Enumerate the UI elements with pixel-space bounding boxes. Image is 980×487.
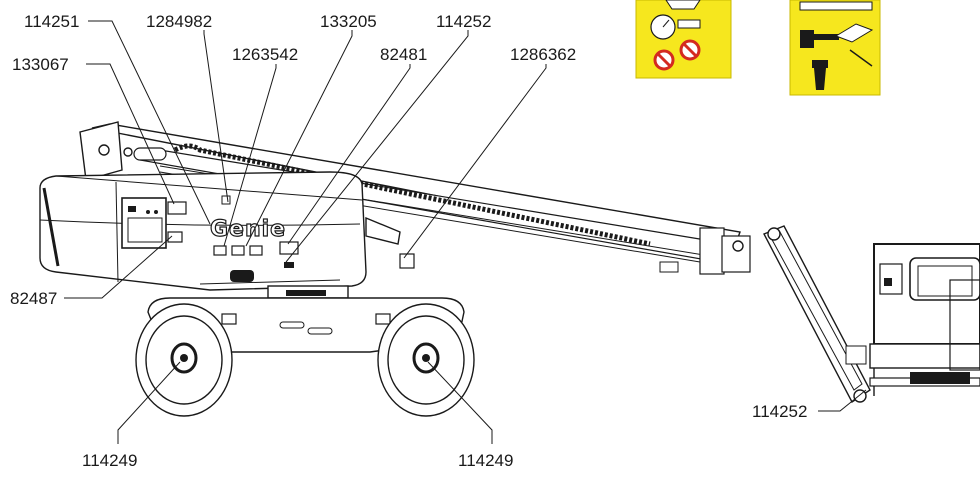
- prohibited-icon: [653, 39, 701, 71]
- cable-chain: [173, 143, 651, 247]
- safety-decal-right: [789, 0, 881, 96]
- callout-114249-left: 114249: [82, 451, 137, 470]
- left-wheel: [135, 303, 233, 417]
- callout-82487: 82487: [10, 289, 57, 308]
- right-wheel: [377, 303, 475, 417]
- callout-114252-platform: 114252: [752, 402, 807, 421]
- platform: [869, 243, 980, 396]
- brand-logo: Genie: [210, 217, 286, 242]
- callout-labels: 114251 1284982 133205 114252 1263542 824…: [10, 12, 807, 470]
- callout-82481: 82481: [380, 45, 427, 64]
- gauge-icon: [650, 14, 701, 40]
- jib-arm: [763, 225, 871, 404]
- callout-133205: 133205: [320, 12, 377, 31]
- turntable: Genie: [39, 171, 415, 291]
- callout-1284982: 1284982: [146, 12, 212, 31]
- callout-133067: 133067: [12, 55, 69, 74]
- callout-114252-top: 114252: [436, 12, 491, 31]
- control-panel: [121, 197, 167, 249]
- callout-1263542: 1263542: [232, 45, 298, 64]
- callout-114251: 114251: [24, 12, 79, 31]
- callout-114249-right: 114249: [458, 451, 513, 470]
- safety-decal-left: [635, 0, 732, 79]
- manual-read-icon: [800, 23, 874, 90]
- leader-lines: [64, 20, 867, 444]
- callout-1286362: 1286362: [510, 45, 576, 64]
